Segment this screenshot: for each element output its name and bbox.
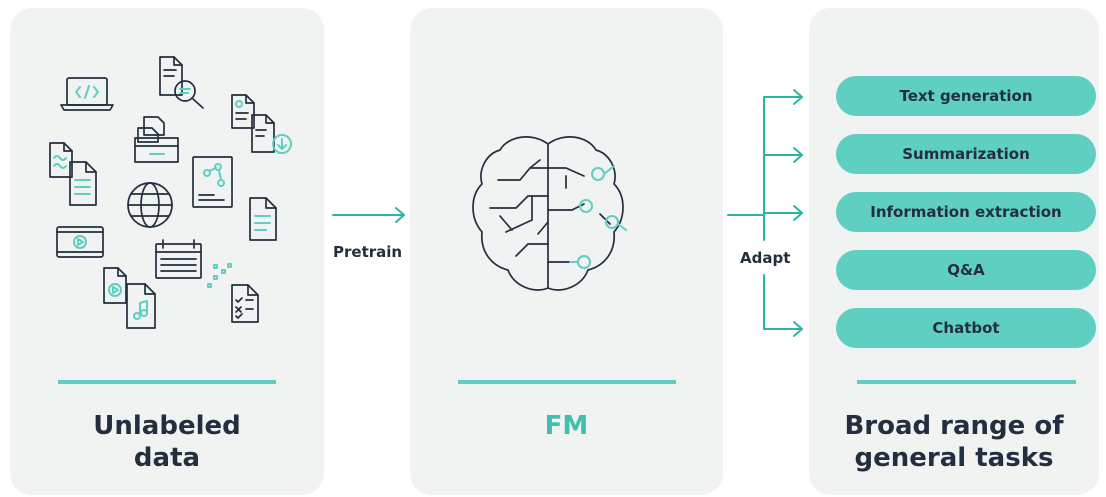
fm-divider (458, 380, 676, 384)
tasks-title-line1: Broad range of (844, 411, 1064, 441)
task-text-generation: Text generation (836, 76, 1096, 116)
tasks-title-line2: general tasks (854, 443, 1054, 473)
general-tasks-title: Broad range of general tasks (809, 410, 1099, 474)
task-qa: Q&A (836, 250, 1096, 290)
task-information-extraction: Information extraction (836, 192, 1096, 232)
task-chatbot: Chatbot (836, 308, 1096, 348)
fm-title: FM (410, 410, 723, 442)
unlabeled-divider (58, 380, 276, 384)
adapt-label: Adapt (740, 249, 791, 267)
tasks-divider (857, 380, 1076, 384)
fm-title-text: FM (544, 411, 589, 441)
pretrain-label: Pretrain (333, 243, 403, 261)
adapt-arrows (727, 89, 803, 337)
task-summarization: Summarization (836, 134, 1096, 174)
pretrain-arrow (332, 207, 405, 223)
unlabeled-title-line1: Unlabeled (93, 411, 241, 441)
unlabeled-data-title: Unlabeled data (10, 410, 324, 474)
unlabeled-title-line2: data (133, 443, 201, 473)
